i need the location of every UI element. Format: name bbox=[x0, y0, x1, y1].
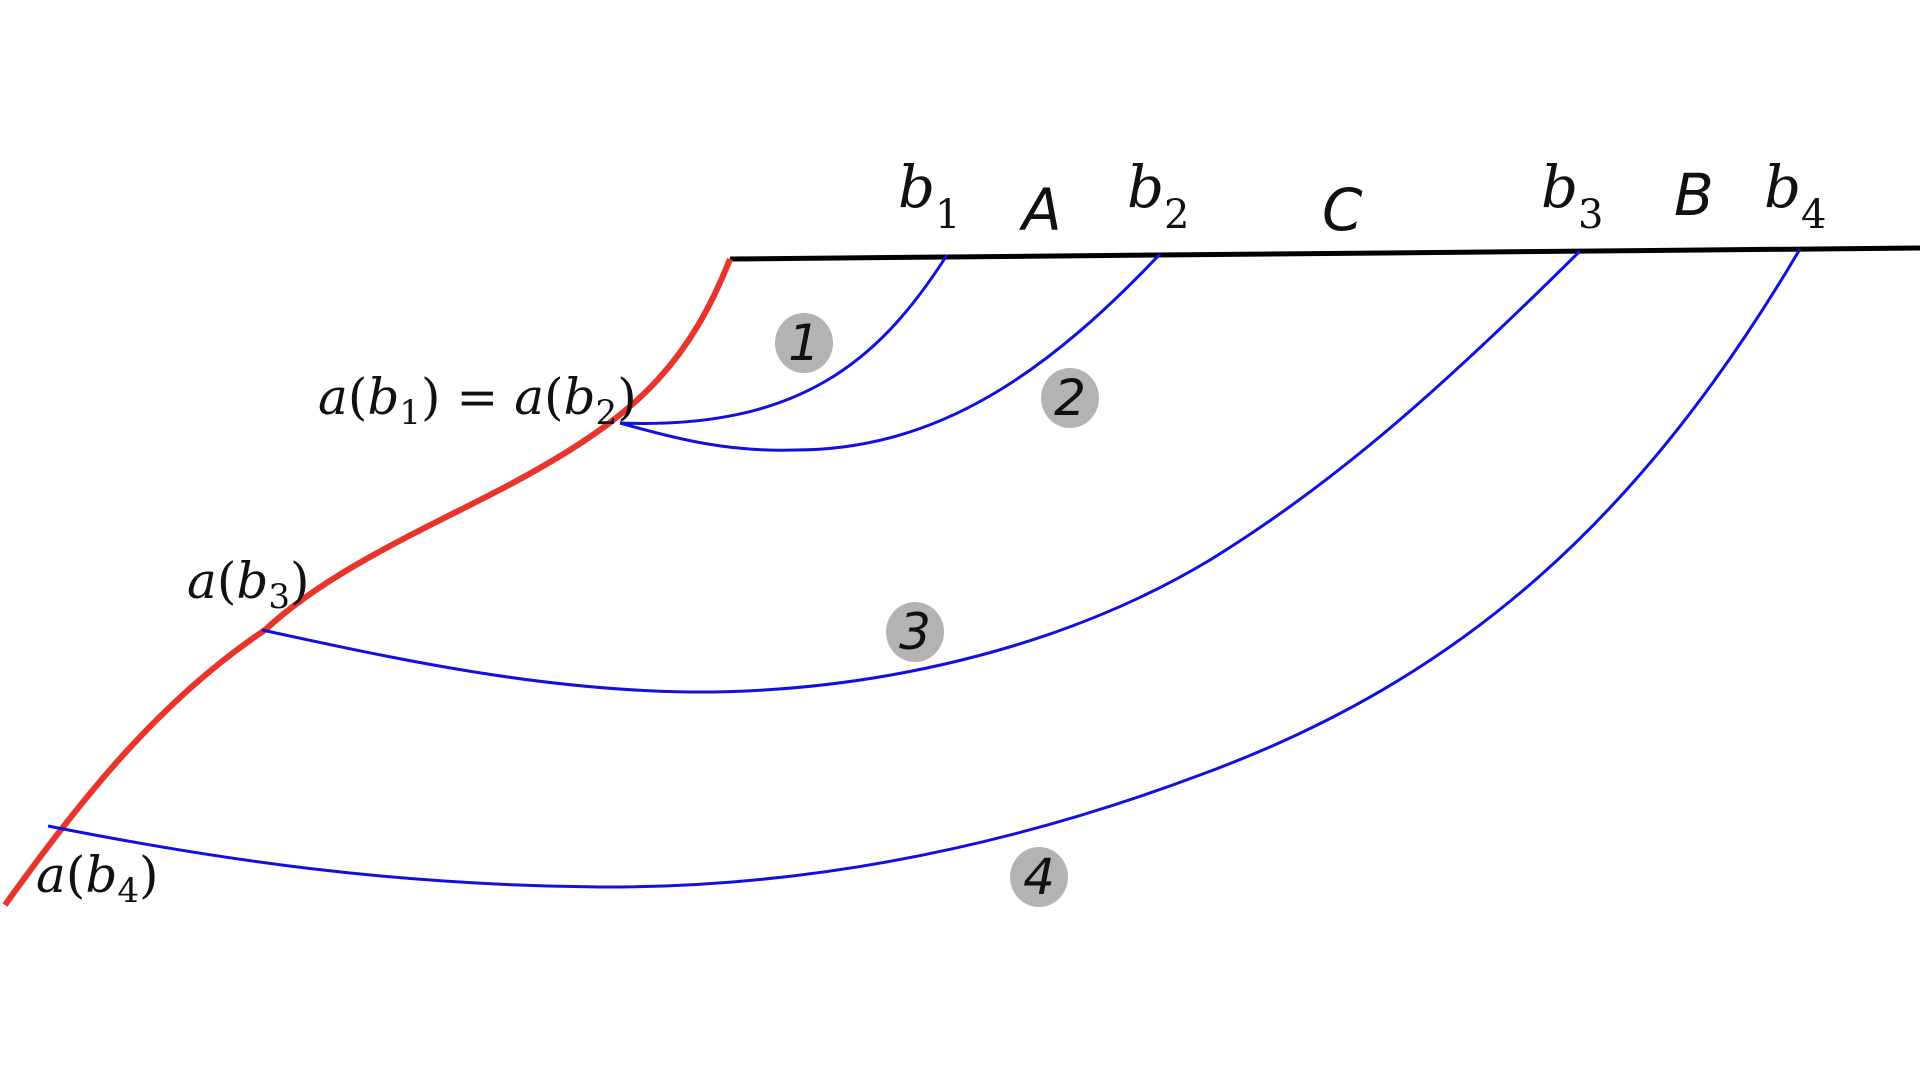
label-ab4-a: a bbox=[36, 846, 66, 904]
label-ab1-eq-ab2: a(b1) = a(b2) bbox=[318, 368, 637, 433]
label-b2-base: b bbox=[1127, 153, 1164, 221]
label-ab2-b: b bbox=[564, 368, 596, 426]
badge-3: 3 bbox=[886, 602, 944, 662]
badge-2-label: 2 bbox=[1054, 369, 1086, 427]
blue-curve-3 bbox=[261, 249, 1582, 694]
label-ab2-a: a bbox=[514, 368, 544, 426]
label-b4-sub: 4 bbox=[1801, 192, 1826, 238]
label-ab3-b: b bbox=[236, 552, 268, 610]
badge-3-label: 3 bbox=[899, 603, 931, 661]
label-ab4: a(b4) bbox=[36, 846, 159, 911]
badge-1-label: 1 bbox=[788, 314, 820, 372]
label-b3: b 3 bbox=[1541, 153, 1603, 238]
label-b3-sub: 3 bbox=[1578, 192, 1603, 238]
label-b1: b 1 bbox=[898, 153, 960, 238]
label-A: A bbox=[1018, 176, 1062, 244]
label-ab2-sub: 2 bbox=[596, 393, 618, 433]
label-B: B bbox=[1674, 161, 1714, 229]
label-ab4-b: b bbox=[85, 846, 117, 904]
label-b2-sub: 2 bbox=[1164, 192, 1189, 238]
label-b3-base: b bbox=[1541, 153, 1578, 221]
label-equals: = bbox=[456, 368, 498, 426]
label-b2: b 2 bbox=[1127, 153, 1189, 238]
badge-4-label: 4 bbox=[1023, 848, 1055, 906]
top-boundary-line bbox=[729, 245, 1920, 262]
label-C: C bbox=[1322, 176, 1363, 244]
label-ab1-a: a bbox=[318, 368, 348, 426]
blue-curve-1 bbox=[619, 254, 949, 425]
label-b4-base: b bbox=[1764, 153, 1801, 221]
label-ab1-sub: 1 bbox=[399, 393, 421, 433]
label-b4: b 4 bbox=[1764, 153, 1826, 238]
label-b1-base: b bbox=[898, 153, 935, 221]
badge-4: 4 bbox=[1010, 847, 1068, 907]
red-boundary-curve bbox=[2, 257, 733, 907]
blue-curve-2 bbox=[619, 252, 1162, 452]
label-ab3-a: a bbox=[187, 552, 217, 610]
label-ab4-sub: 4 bbox=[117, 871, 139, 911]
badge-1: 1 bbox=[775, 313, 833, 373]
badge-2: 2 bbox=[1041, 368, 1099, 428]
blue-curve-4 bbox=[47, 248, 1802, 889]
label-ab3: a(b3) bbox=[187, 552, 310, 617]
label-ab3-sub: 3 bbox=[268, 577, 290, 617]
label-ab1-b: b bbox=[367, 368, 399, 426]
label-b1-sub: 1 bbox=[935, 192, 960, 238]
